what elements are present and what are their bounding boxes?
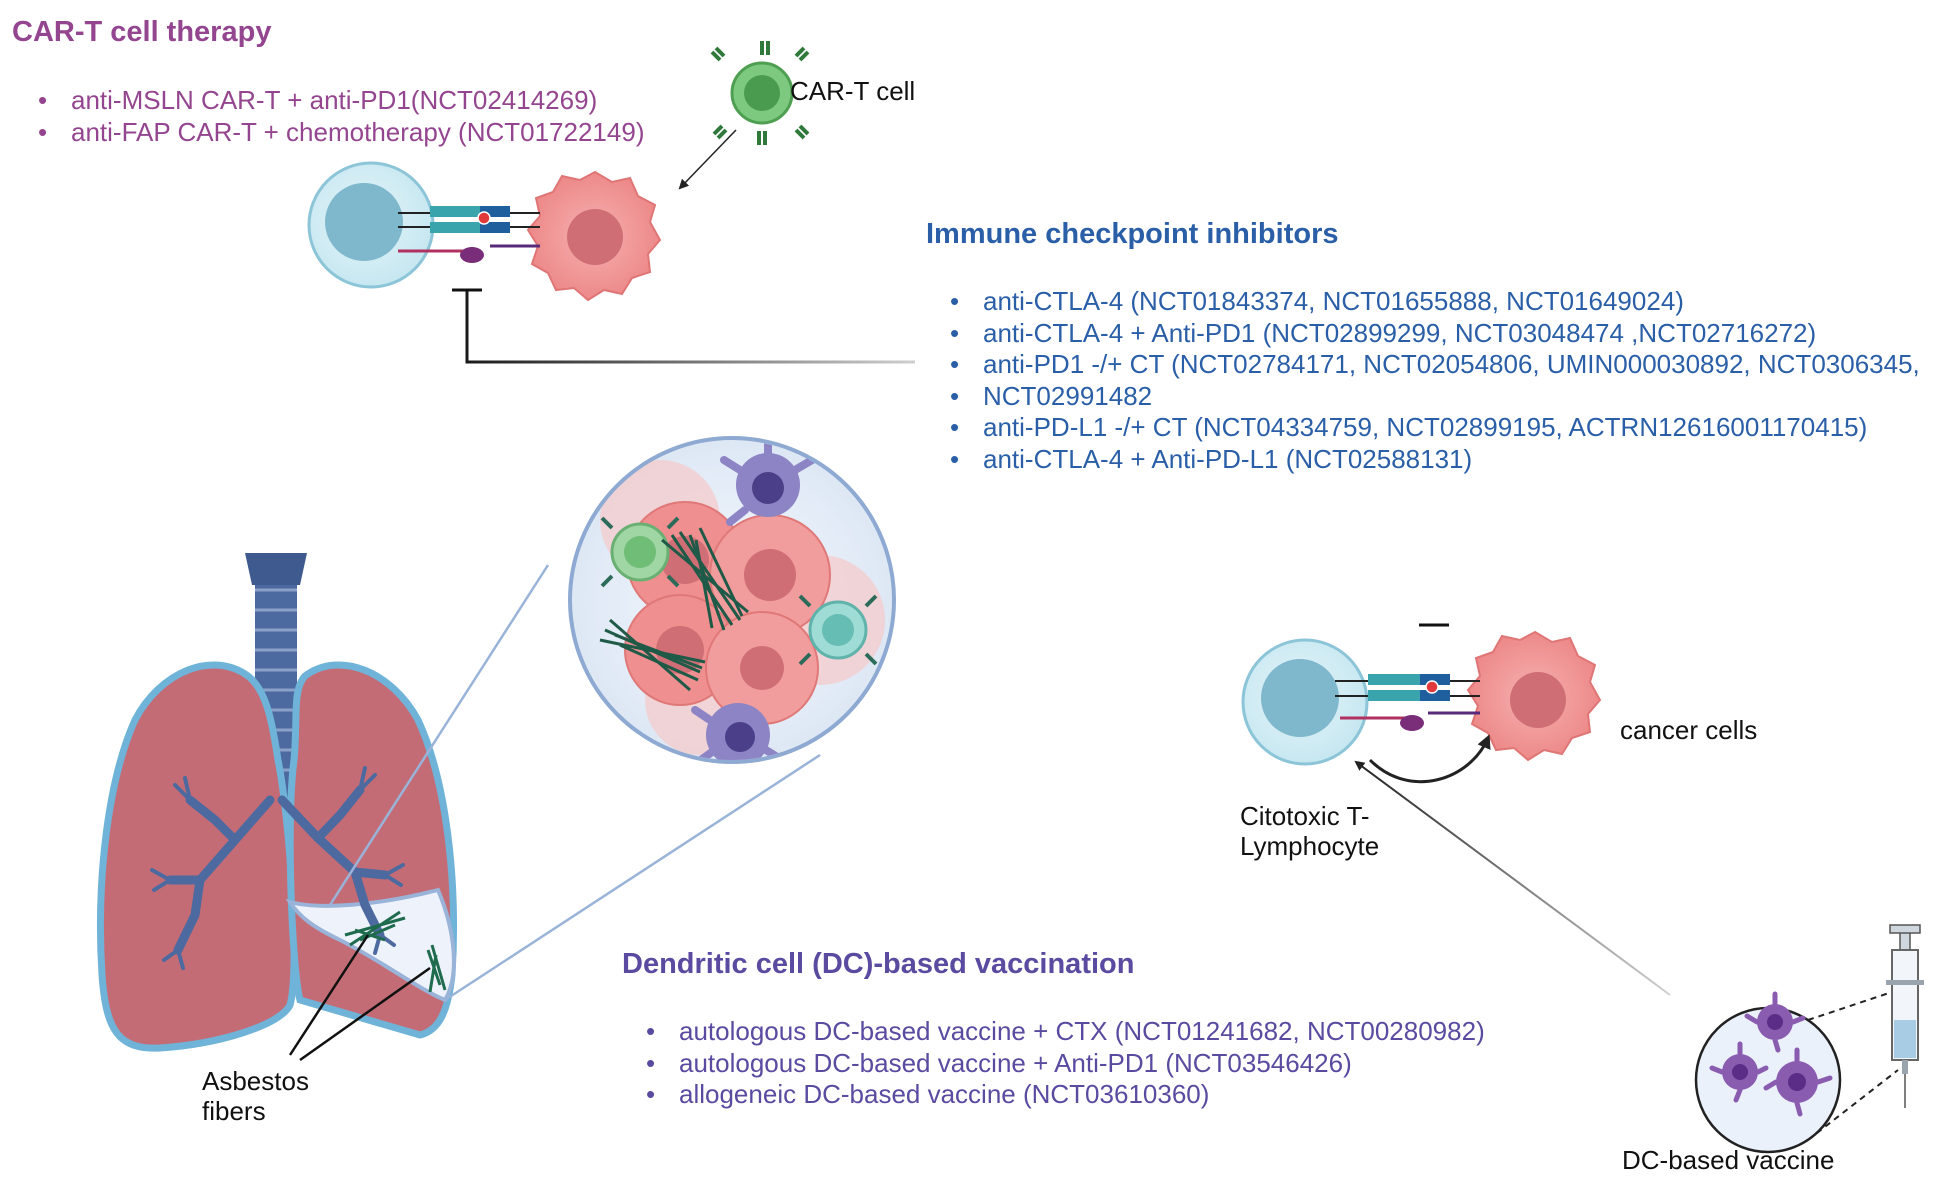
dendritic-cell-zoom-icon — [720, 440, 816, 526]
vaccine-arrow — [1354, 760, 1671, 996]
dc-list: autologous DC-based vaccine + CTX (NCT01… — [646, 1016, 1485, 1111]
list-item: anti-MSLN CAR-T + anti-PD1(NCT02414269) — [38, 85, 644, 117]
list-item: anti-FAP CAR-T + chemotherapy (NCT017221… — [38, 117, 644, 149]
asbestos-label-line1: Asbestos — [202, 1066, 309, 1096]
t-cell-nucleus — [325, 183, 403, 261]
list-item: anti-CTLA-4 (NCT01843374, NCT01655888, N… — [950, 286, 1920, 318]
dc-title: Dendritic cell (DC)-based vaccination — [622, 948, 1135, 980]
syringe-icon — [1886, 924, 1924, 1108]
cancer-cells-label: cancer cells — [1620, 715, 1758, 745]
asbestos-fiber-icon — [344, 910, 447, 993]
checkpoint-title: Immune checkpoint inhibitors — [926, 218, 1339, 250]
car-t-title: CAR-T cell therapy — [12, 16, 272, 48]
bronchi-icon — [165, 785, 390, 955]
tumor-microenvironment-zoom — [568, 436, 896, 764]
t-cell-label-line1: Citotoxic T- — [1240, 801, 1370, 831]
dc-vaccine-label: DC-based vaccine — [1622, 1145, 1835, 1175]
asbestos-label-line2: fibers — [202, 1096, 266, 1126]
checkpoint-interaction-illustration — [1241, 500, 1671, 996]
asbestos-fiber-zoom-icon — [599, 527, 749, 692]
list-item: autologous DC-based vaccine + CTX (NCT01… — [646, 1016, 1485, 1048]
car-t-cell-label: CAR-T cell — [790, 76, 916, 106]
list-item: anti-CTLA-4 + Anti-PD1 (NCT02899299, NCT… — [950, 318, 1920, 350]
list-item: anti-CTLA-4 + Anti-PD-L1 (NCT02588131) — [950, 444, 1920, 476]
inhibition-line-top — [465, 290, 915, 364]
car-t-zoom-icon — [600, 516, 878, 666]
top-interaction-illustration — [307, 129, 915, 364]
lungs-illustration — [96, 553, 821, 1062]
car-t-list: anti-MSLN CAR-T + anti-PD1(NCT02414269) … — [38, 85, 644, 148]
dc-vaccine-illustration — [1694, 924, 1924, 1154]
receptor-complex-right-icon — [1335, 674, 1480, 731]
pleural-space-icon — [285, 887, 456, 1003]
list-item: allogeneic DC-based vaccine (NCT03610360… — [646, 1079, 1485, 1111]
t-cell-label-line2: Lymphocyte — [1240, 831, 1380, 861]
checkpoint-list: anti-CTLA-4 (NCT01843374, NCT01655888, N… — [950, 286, 1920, 475]
left-lung-icon — [96, 661, 298, 1052]
receptor-complex-icon — [398, 206, 540, 263]
list-item-continuation: NCT02991482 — [950, 381, 1920, 413]
list-item-continuation-text: NCT02991482 — [983, 380, 1153, 411]
list-item: anti-PD-L1 -/+ CT (NCT04334759, NCT02899… — [950, 412, 1920, 444]
cancer-nucleus — [567, 209, 623, 265]
list-item: autologous DC-based vaccine + Anti-PD1 (… — [646, 1048, 1485, 1080]
car-t-arrow — [678, 129, 737, 190]
car-t-cell-icon — [710, 41, 810, 145]
activation-arrow — [1368, 734, 1491, 784]
list-item: anti-PD1 -/+ CT (NCT02784171, NCT0205480… — [950, 349, 1920, 381]
